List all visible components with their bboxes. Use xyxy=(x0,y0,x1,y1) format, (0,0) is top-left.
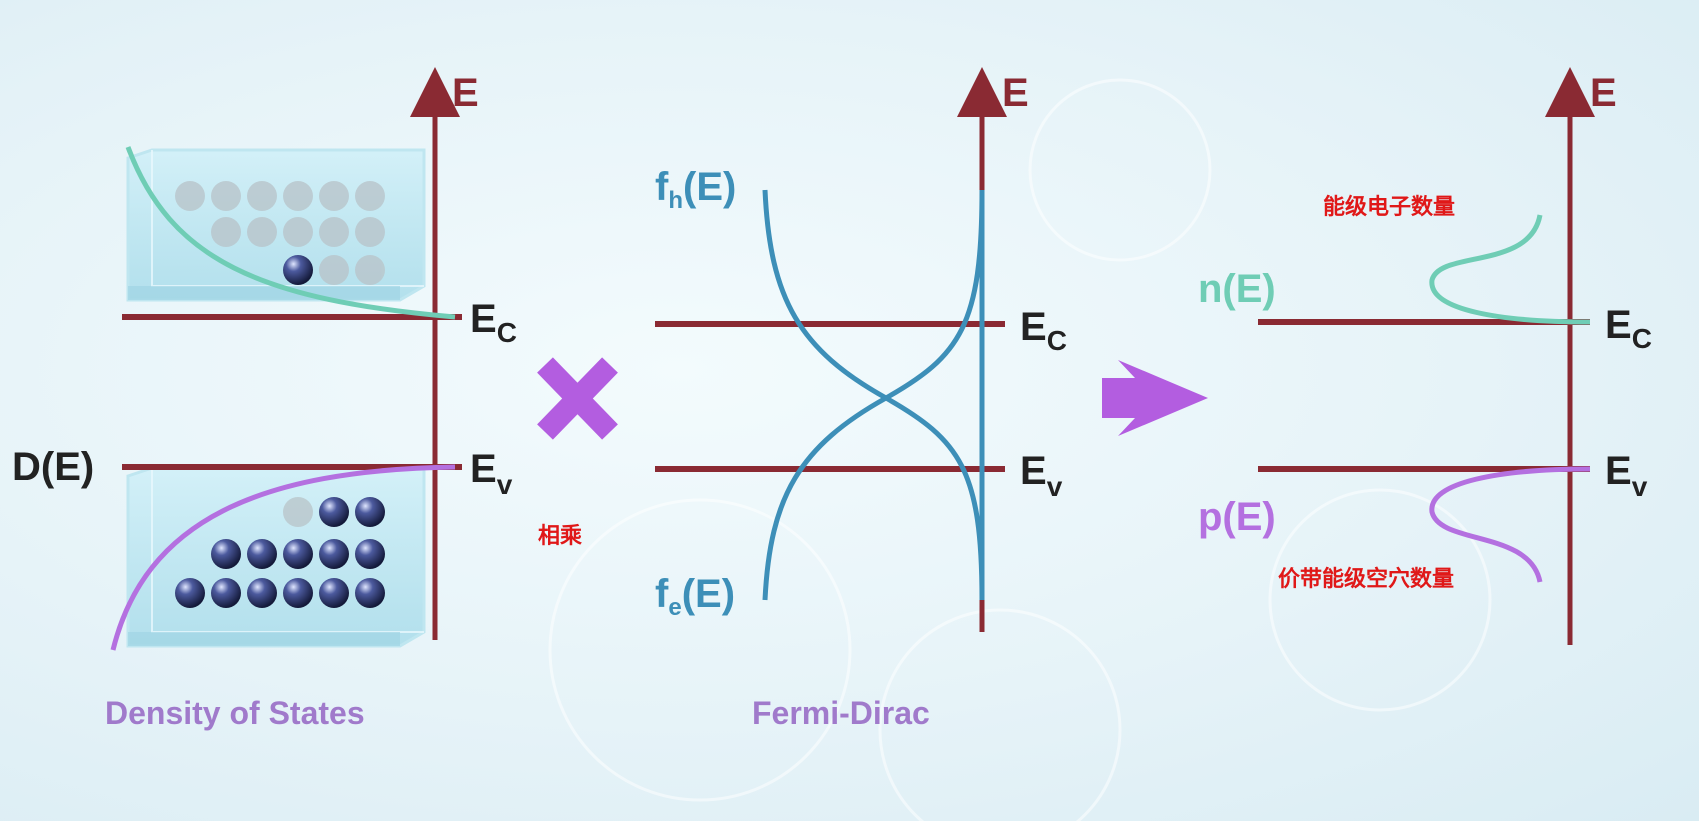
axis-label: E xyxy=(1590,71,1617,115)
ec-label: EC xyxy=(470,297,517,348)
electron-note: 能级电子数量 xyxy=(1323,194,1455,219)
fh-label: fh(E) xyxy=(655,165,736,214)
conduction-dos-curve xyxy=(125,146,456,320)
empty-states xyxy=(175,181,385,285)
background-decoration xyxy=(548,78,1492,821)
multiply-note: 相乘 xyxy=(538,523,582,548)
electron-ball xyxy=(283,255,313,285)
valence-dos-curve xyxy=(110,464,456,651)
electron-concentration-curve xyxy=(1429,214,1591,325)
hole-note: 价带能级空穴数量 xyxy=(1278,566,1454,591)
ec-label: EC xyxy=(1020,305,1067,356)
fh-curve xyxy=(762,189,985,601)
carrier-panel xyxy=(1258,67,1595,645)
hole-concentration-curve xyxy=(1429,466,1591,583)
ec-label: EC xyxy=(1605,303,1652,354)
p-label: p(E) xyxy=(1198,495,1276,539)
ev-label: Ev xyxy=(1605,449,1648,502)
dos-axis-label: D(E) xyxy=(12,445,94,489)
hole-state xyxy=(283,497,313,527)
ev-label: Ev xyxy=(470,447,513,500)
dos-caption: Density of States xyxy=(105,695,365,731)
multiply-icon xyxy=(537,357,618,440)
arrow-right-icon xyxy=(1102,360,1208,436)
fermi-dirac-panel xyxy=(655,67,1007,632)
valence-electrons xyxy=(175,497,385,608)
fe-label: fe(E) xyxy=(655,572,735,621)
n-label: n(E) xyxy=(1198,267,1276,311)
density-of-states-panel xyxy=(110,67,462,651)
axis-label: E xyxy=(452,71,479,115)
axis-label: E xyxy=(1002,71,1029,115)
ev-label: Ev xyxy=(1020,449,1063,502)
fermi-dirac-caption: Fermi-Dirac xyxy=(752,695,930,731)
fe-curve xyxy=(762,189,985,601)
